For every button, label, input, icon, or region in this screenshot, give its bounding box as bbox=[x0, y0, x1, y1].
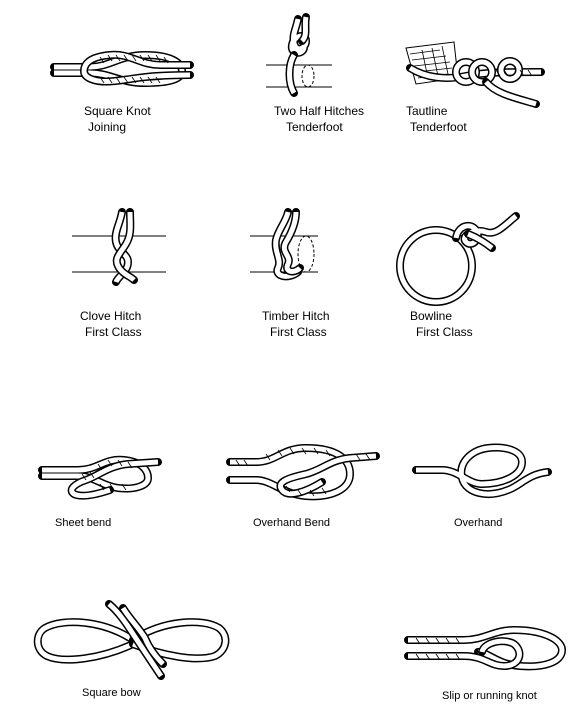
knot-rank: Tenderfoot bbox=[274, 119, 364, 135]
tautline-illustration bbox=[396, 38, 546, 108]
bowline-illustration bbox=[396, 208, 526, 308]
knot-caption-tautline: Tautline Tenderfoot bbox=[406, 103, 467, 135]
slip-knot-illustration bbox=[404, 622, 569, 682]
two-half-hitches-illustration bbox=[262, 15, 342, 100]
knot-caption-sheet-bend: Sheet bend bbox=[55, 515, 111, 531]
knot-name: Tautline bbox=[406, 103, 467, 119]
knot-rank: Joining bbox=[84, 119, 151, 135]
knot-name: Two Half Hitches bbox=[274, 103, 364, 119]
timber-hitch-illustration bbox=[248, 210, 348, 285]
knot-name: Overhand bbox=[454, 515, 502, 531]
knot-name: Slip or running knot bbox=[442, 688, 537, 704]
knot-name: Sheet bend bbox=[55, 515, 111, 531]
overhand-bend-illustration bbox=[226, 440, 381, 508]
knot-name: Timber Hitch bbox=[262, 308, 330, 324]
knot-caption-timber-hitch: Timber Hitch First Class bbox=[262, 308, 330, 340]
knot-name: Square bow bbox=[82, 685, 141, 701]
knot-caption-overhand: Overhand bbox=[454, 515, 502, 531]
knot-rank: Tenderfoot bbox=[406, 119, 467, 135]
clove-hitch-illustration bbox=[70, 210, 170, 285]
knot-name: Bowline bbox=[410, 308, 473, 324]
knot-name: Square Knot bbox=[84, 103, 151, 119]
knot-caption-slip-knot: Slip or running knot bbox=[442, 688, 537, 704]
knot-caption-overhand-bend: Overhand Bend bbox=[253, 515, 330, 531]
square-bow-illustration bbox=[33, 600, 233, 680]
sheet-bend-illustration bbox=[38, 450, 163, 500]
knot-caption-square-bow: Square bow bbox=[82, 685, 141, 701]
knot-rank: First Class bbox=[80, 324, 142, 340]
knot-caption-two-half-hitches: Two Half Hitches Tenderfoot bbox=[274, 103, 364, 135]
knot-caption-clove-hitch: Clove Hitch First Class bbox=[80, 308, 142, 340]
square-knot-illustration bbox=[50, 45, 195, 95]
knot-name: Clove Hitch bbox=[80, 308, 142, 324]
knot-rank: First Class bbox=[410, 324, 473, 340]
overhand-illustration bbox=[412, 440, 552, 508]
knot-caption-square-knot: Square Knot Joining bbox=[84, 103, 151, 135]
knot-rank: First Class bbox=[262, 324, 330, 340]
knot-name: Overhand Bend bbox=[253, 515, 330, 531]
knot-caption-bowline: Bowline First Class bbox=[410, 308, 473, 340]
